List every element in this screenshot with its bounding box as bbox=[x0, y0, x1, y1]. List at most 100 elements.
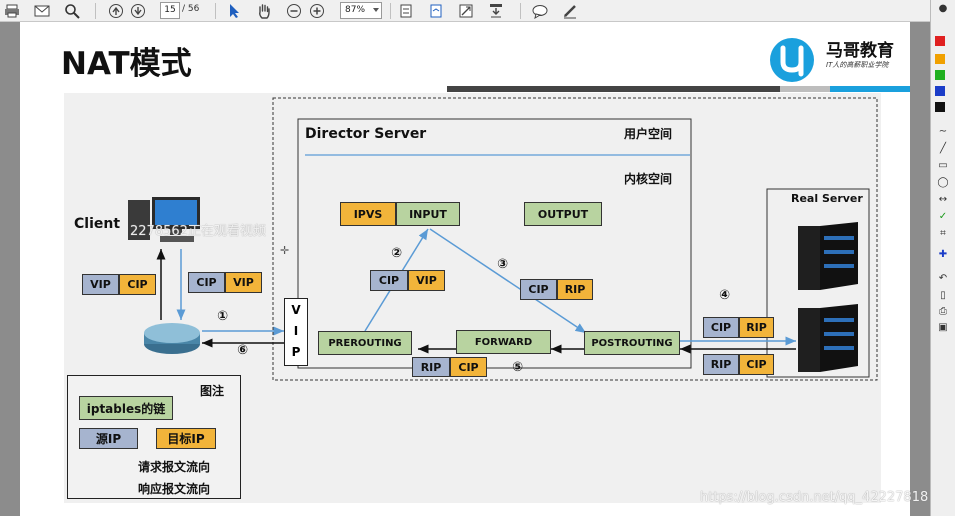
step-4: ④ bbox=[719, 288, 731, 303]
zoom-out-icon[interactable] bbox=[284, 1, 304, 21]
zoom-select[interactable]: 87% bbox=[340, 2, 382, 19]
legend-title: 图注 bbox=[200, 384, 225, 398]
client-b-dst: VIP bbox=[225, 272, 262, 293]
postrouting-chain: POSTROUTING bbox=[584, 331, 680, 355]
output-chain: OUTPUT bbox=[524, 202, 602, 226]
csdn-watermark: https://blog.csdn.net/qq_42227818 bbox=[700, 490, 929, 505]
zoom-in-icon[interactable] bbox=[307, 1, 327, 21]
fullscreen-icon[interactable] bbox=[456, 1, 476, 21]
rs-b-src: RIP bbox=[703, 354, 739, 375]
print-tool-icon[interactable]: ⎙ bbox=[939, 305, 947, 317]
color-red-swatch[interactable] bbox=[935, 36, 945, 46]
color-black-swatch[interactable] bbox=[935, 102, 945, 112]
ipvs-box: IPVS bbox=[340, 202, 396, 226]
step-1: ① bbox=[217, 309, 229, 324]
step-5: ⑤ bbox=[512, 360, 524, 375]
legend-dst-swatch: 目标IP bbox=[156, 428, 216, 449]
comment-icon[interactable] bbox=[530, 1, 550, 21]
page-up-icon[interactable] bbox=[106, 1, 126, 21]
server-icon-top bbox=[798, 222, 858, 290]
annotation-palette: ● ∼ ╱ ▭ ◯ ↔ ✓ ⌗ ✚ ↶ ▯ ⎙ ▣ bbox=[930, 0, 955, 516]
color-blue-swatch[interactable] bbox=[935, 86, 945, 96]
kernel-space-label: 内核空间 bbox=[624, 172, 673, 186]
step-2: ② bbox=[391, 246, 403, 261]
legend-src-swatch: 源IP bbox=[79, 428, 138, 449]
color-orange-swatch[interactable] bbox=[935, 54, 945, 64]
search-icon[interactable] bbox=[62, 1, 82, 21]
client-computer-icon bbox=[128, 197, 200, 242]
legend-request-label: 请求报文流向 bbox=[138, 460, 211, 474]
pre-src: CIP bbox=[370, 270, 408, 291]
director-box bbox=[297, 118, 692, 369]
legend-response-label: 响应报文流向 bbox=[138, 482, 211, 496]
pre-dst: VIP bbox=[408, 270, 445, 291]
step-3: ③ bbox=[497, 257, 509, 272]
select-cursor-icon[interactable] bbox=[224, 1, 244, 21]
forward-chain: FORWARD bbox=[456, 330, 551, 354]
legend-chain-swatch: iptables的链 bbox=[79, 396, 173, 420]
vip-letter-v: V bbox=[291, 303, 301, 317]
user-space-label: 用户空间 bbox=[624, 127, 673, 141]
double-arrow-tool-icon[interactable]: ↔ bbox=[938, 193, 948, 205]
vip-column: V I P bbox=[284, 298, 308, 366]
hand-tool-icon[interactable] bbox=[254, 1, 274, 21]
client-label: Client bbox=[74, 216, 121, 232]
client-a-dst: CIP bbox=[119, 274, 156, 295]
vip-letter-i: I bbox=[293, 324, 299, 338]
post-src: CIP bbox=[520, 279, 557, 300]
prerouting-chain: PREROUTING bbox=[318, 331, 412, 355]
header-stripe-blue bbox=[830, 86, 910, 92]
logo-name: 马哥教育 bbox=[826, 41, 894, 61]
line-tool-icon[interactable]: ╱ bbox=[939, 142, 947, 154]
client-b-src: CIP bbox=[188, 272, 225, 293]
image-tool-icon[interactable]: ▣ bbox=[938, 321, 948, 333]
page-down-icon[interactable] bbox=[128, 1, 148, 21]
mail-icon[interactable] bbox=[32, 1, 52, 21]
vip-letter-p: P bbox=[291, 345, 301, 359]
director-label: Director Server bbox=[305, 126, 427, 142]
rs-a-src: CIP bbox=[703, 317, 739, 338]
ellipse-tool-icon[interactable]: ◯ bbox=[937, 176, 949, 188]
realserver-box bbox=[766, 188, 870, 378]
logo-mark bbox=[770, 38, 814, 82]
pen-icon[interactable] bbox=[560, 1, 580, 21]
print-icon[interactable] bbox=[2, 1, 22, 21]
move-tool-icon[interactable]: ✚ bbox=[938, 248, 948, 260]
client-a-src: VIP bbox=[82, 274, 119, 295]
undo-icon[interactable]: ↶ bbox=[938, 272, 948, 284]
zoom-value: 87% bbox=[345, 5, 366, 15]
viewer-watermark: 2278562正在观看视频 bbox=[130, 224, 266, 239]
curve-tool-icon[interactable]: ∼ bbox=[938, 125, 948, 137]
read-mode-icon[interactable] bbox=[486, 1, 506, 21]
resp-dst: CIP bbox=[450, 357, 487, 377]
crop-tool-icon[interactable]: ⌗ bbox=[940, 227, 946, 239]
resp-src: RIP bbox=[412, 357, 450, 377]
step-6: ⑥ bbox=[237, 343, 249, 358]
color-green-swatch[interactable] bbox=[935, 70, 945, 80]
director-dashed-boundary bbox=[272, 97, 878, 381]
input-chain: INPUT bbox=[396, 202, 460, 226]
server-icon-bottom bbox=[798, 304, 858, 372]
router-icon bbox=[144, 323, 200, 354]
slide-title: NAT模式 bbox=[61, 46, 192, 82]
post-dst: RIP bbox=[557, 279, 593, 300]
check-tool-icon[interactable]: ✓ bbox=[938, 210, 948, 222]
input-postrouting-arrow bbox=[429, 228, 587, 334]
fit-page-icon[interactable] bbox=[396, 1, 416, 21]
rs-b-dst: CIP bbox=[739, 354, 774, 375]
logo-subtitle: IT人的高薪职业学院 bbox=[826, 61, 889, 69]
palette-dot-icon[interactable]: ● bbox=[938, 2, 948, 14]
chevron-down-icon bbox=[373, 8, 379, 12]
page-total: / 56 bbox=[182, 4, 200, 14]
header-stripe-dark bbox=[447, 86, 780, 92]
page-icon[interactable]: ▯ bbox=[940, 289, 946, 301]
real-server-label: Real Server bbox=[791, 192, 863, 205]
rs-a-dst: RIP bbox=[739, 317, 774, 338]
right-gutter bbox=[910, 22, 930, 516]
fit-width-icon[interactable] bbox=[426, 1, 446, 21]
crosshair-cursor-icon: ✛ bbox=[280, 244, 290, 257]
page-number-input[interactable]: 15 bbox=[160, 2, 180, 19]
left-gutter bbox=[0, 22, 20, 516]
viewer-toolbar: 15 / 56 87% bbox=[0, 0, 955, 22]
rectangle-tool-icon[interactable]: ▭ bbox=[938, 159, 948, 171]
